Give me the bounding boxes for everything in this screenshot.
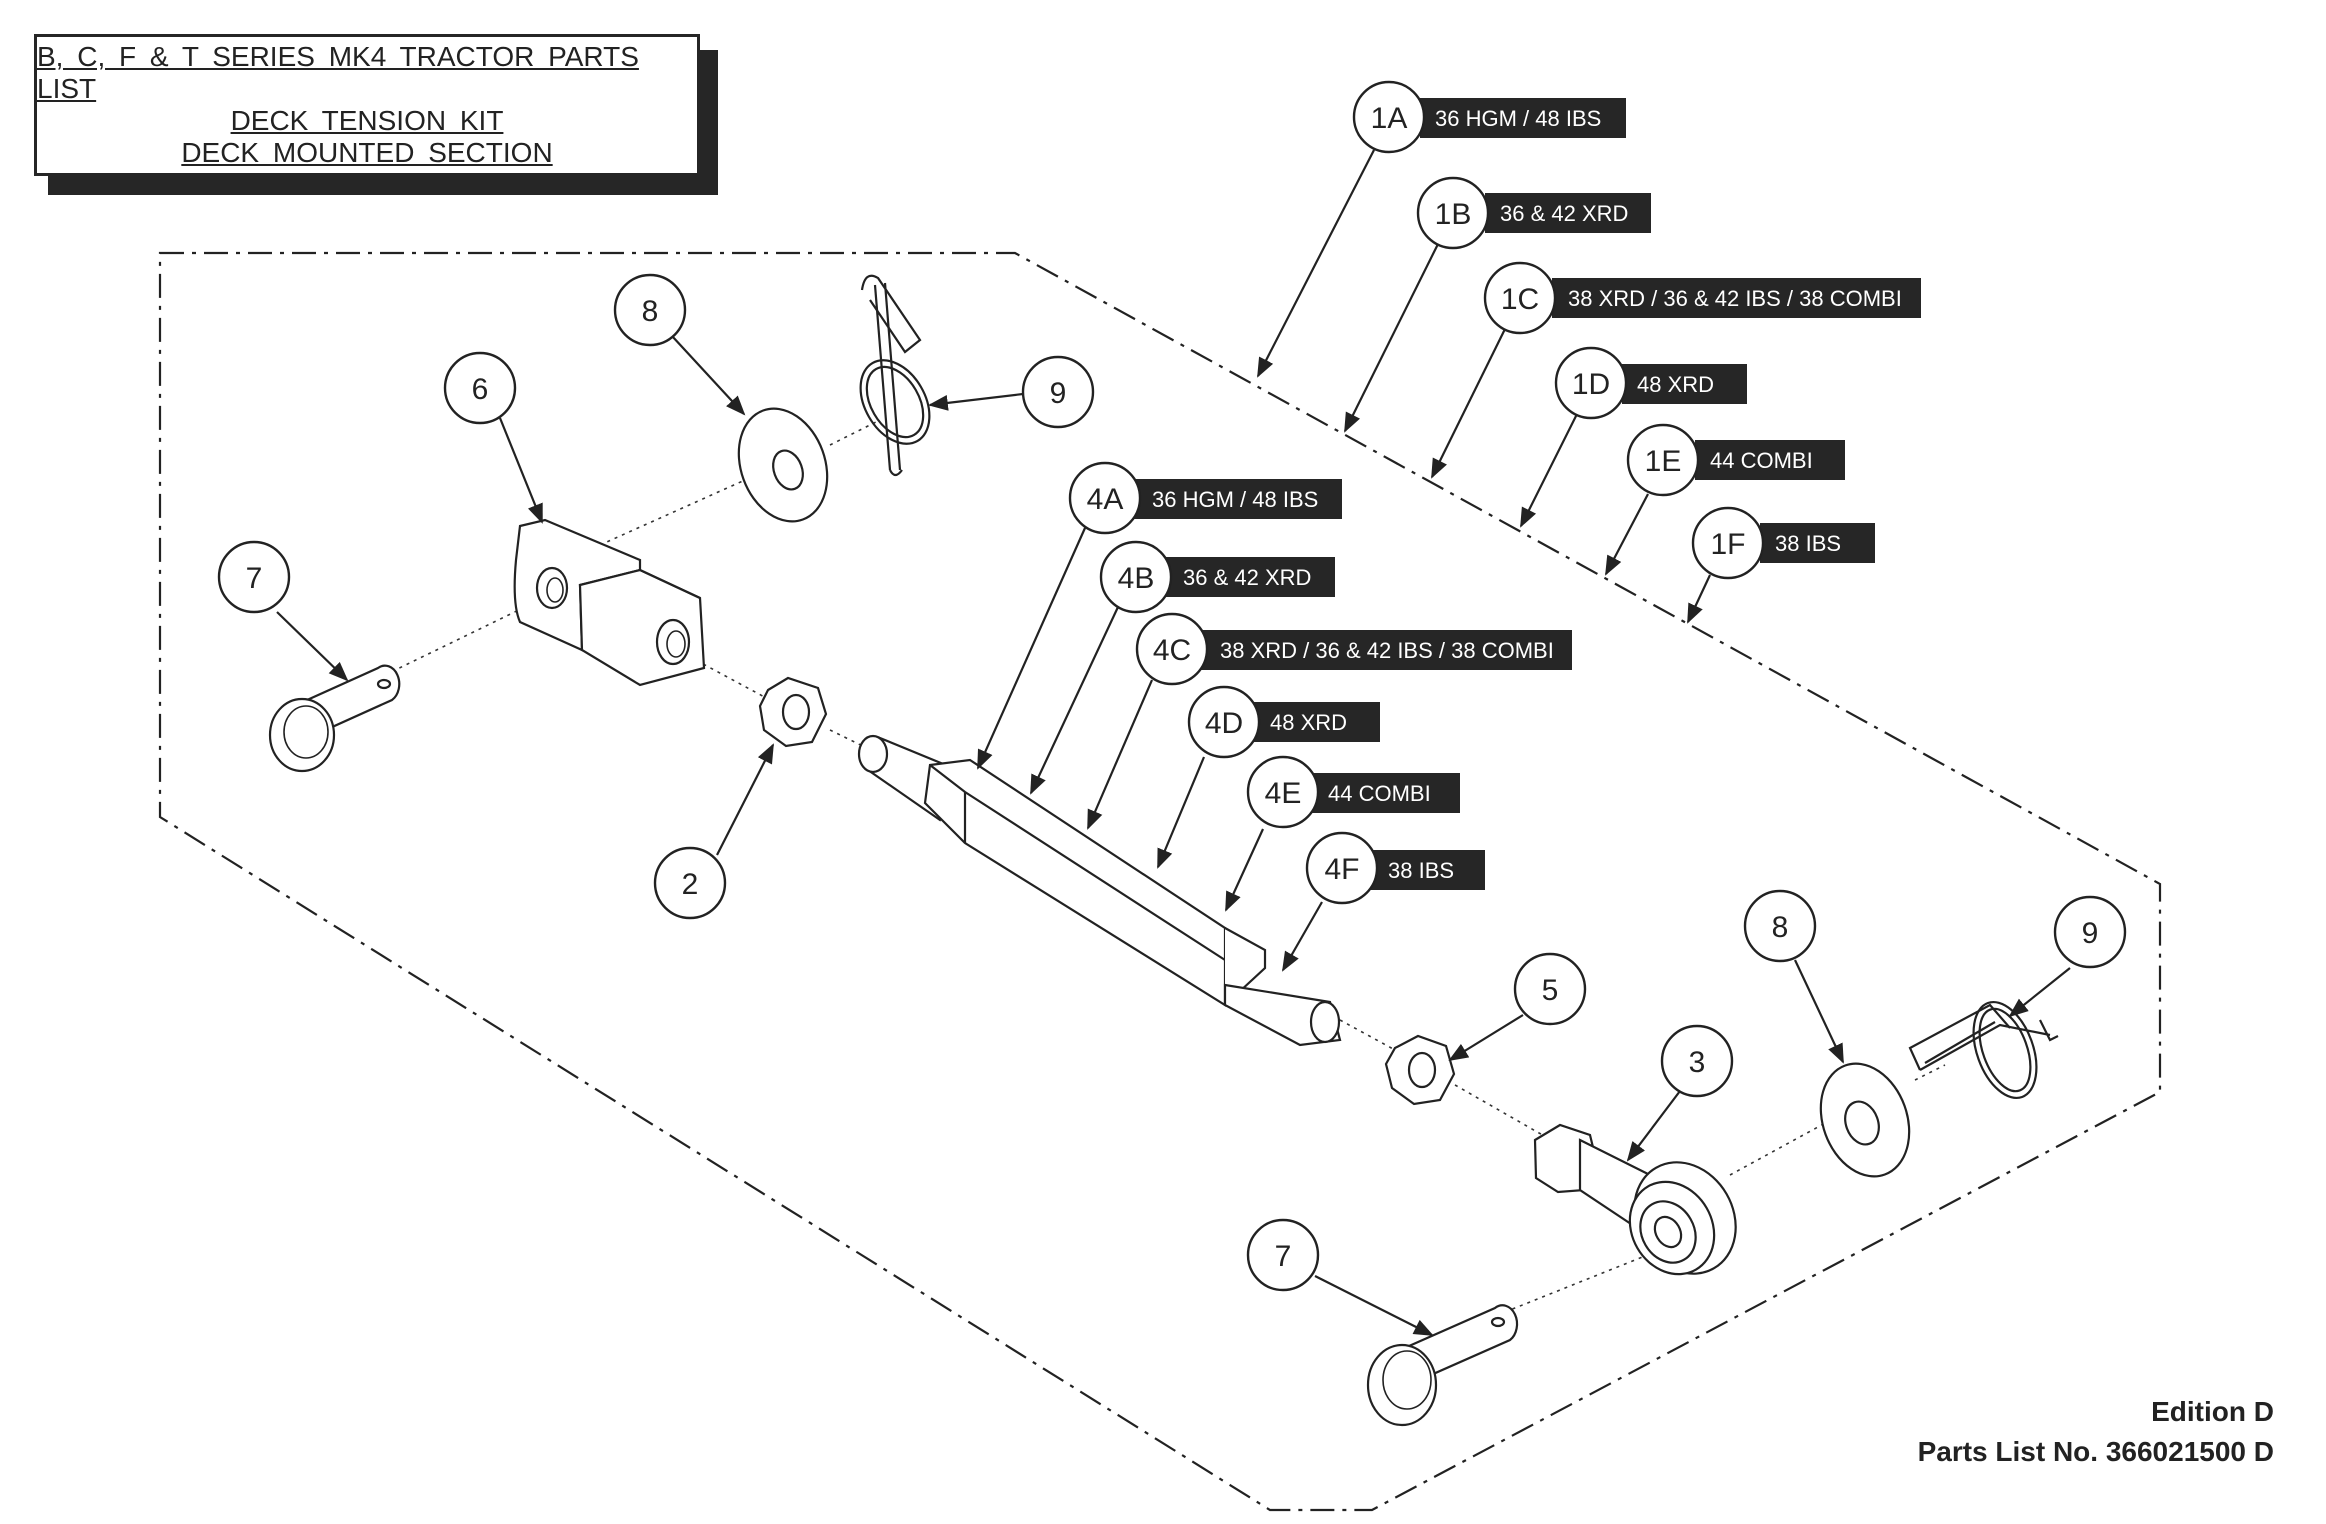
adjuster-rod — [857, 734, 1342, 1047]
callout-6: 6 — [472, 373, 489, 406]
callout-1d: 1D — [1572, 368, 1610, 401]
callout-4e: 4E — [1265, 777, 1302, 810]
callout-8-lower: 8 — [1772, 911, 1789, 944]
callout-9-upper: 9 — [1050, 377, 1067, 410]
label-1e: 44 COMBI — [1710, 448, 1813, 473]
label-1c: 38 XRD / 36 & 42 IBS / 38 COMBI — [1568, 286, 1902, 311]
edition-text: Edition D — [2151, 1396, 2274, 1427]
callout-circles — [217, 80, 2127, 1292]
callout-1b: 1B — [1435, 198, 1472, 231]
callout-1e: 1E — [1645, 445, 1682, 478]
title-line-3: DECK MOUNTED SECTION — [181, 137, 553, 168]
label-1b: 36 & 42 XRD — [1500, 201, 1628, 226]
label-texts: 36 HGM / 48 IBS 36 & 42 XRD 38 XRD / 36 … — [1152, 106, 1902, 883]
callout-2: 2 — [682, 868, 699, 901]
clevis-block — [513, 518, 706, 687]
callout-8-upper: 8 — [642, 295, 659, 328]
callout-4a: 4A — [1087, 483, 1124, 516]
linch-pin-upper — [859, 274, 931, 477]
hex-nut-right — [1384, 1034, 1456, 1106]
callout-numbers: 1A 1B 1C 1D 1E 1F 4A 4B 4C 4D 4E 4F 2 3 … — [246, 102, 2099, 1273]
washer-lower — [1819, 1062, 1911, 1178]
callout-3: 3 — [1689, 1046, 1706, 1079]
label-4d: 48 XRD — [1270, 710, 1347, 735]
clevis-pin-right — [1366, 1304, 1519, 1427]
callout-4b: 4B — [1118, 562, 1155, 595]
title-line-1: B, C, F & T SERIES MK4 TRACTOR PARTS LIS… — [37, 41, 639, 104]
washer-upper — [737, 407, 829, 523]
label-4f: 38 IBS — [1388, 858, 1454, 883]
label-1a: 36 HGM / 48 IBS — [1435, 106, 1601, 131]
linch-pin-lower — [1908, 1000, 2059, 1100]
callout-1f: 1F — [1710, 528, 1745, 561]
edition-block: Edition D Parts List No. 366021500 D — [1918, 1392, 2274, 1472]
label-bars — [1132, 98, 1921, 890]
callout-7-left: 7 — [246, 562, 263, 595]
callout-5: 5 — [1542, 974, 1559, 1007]
title-box: B, C, F & T SERIES MK4 TRACTOR PARTS LIS… — [34, 34, 700, 176]
callout-9-lower: 9 — [2082, 917, 2099, 950]
title-line-2: DECK TENSION KIT — [230, 105, 504, 136]
label-1d: 48 XRD — [1637, 372, 1714, 397]
rod-end-bearing — [1533, 1123, 1737, 1276]
callout-4d: 4D — [1205, 707, 1243, 740]
leader-lines — [276, 149, 2071, 1336]
callout-1c: 1C — [1501, 283, 1539, 316]
label-4e: 44 COMBI — [1328, 781, 1431, 806]
clevis-pin-left — [268, 664, 401, 773]
label-4c: 38 XRD / 36 & 42 IBS / 38 COMBI — [1220, 638, 1554, 663]
callout-4f: 4F — [1324, 853, 1359, 886]
callout-4c: 4C — [1153, 634, 1191, 667]
callout-7-right: 7 — [1275, 1240, 1292, 1273]
section-boundary — [158, 251, 2162, 1512]
label-4a: 36 HGM / 48 IBS — [1152, 487, 1318, 512]
label-4b: 36 & 42 XRD — [1183, 565, 1311, 590]
label-1f: 38 IBS — [1775, 531, 1841, 556]
callout-1a: 1A — [1371, 102, 1408, 135]
parts-list-number: Parts List No. 366021500 D — [1917, 1436, 2274, 1467]
hex-nut-left — [758, 676, 828, 748]
